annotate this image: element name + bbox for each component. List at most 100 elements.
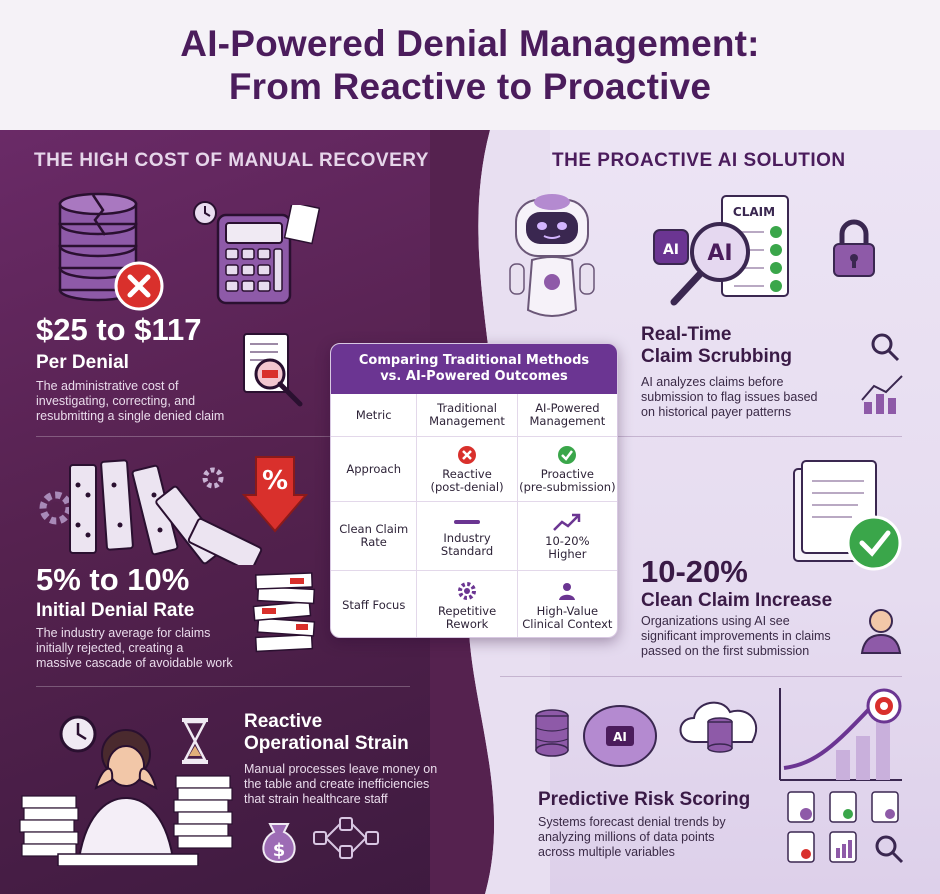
label-line: Operational Strain: [244, 733, 409, 754]
cell-ai: Proactive (pre-submission): [518, 437, 617, 501]
desc-line: Manual processes leave money on: [244, 762, 438, 776]
feature-clean-claim-value: 10-20%: [641, 554, 748, 589]
desc-line: significant improvements in claims: [641, 629, 831, 643]
cell-text: Rate: [360, 535, 387, 549]
svg-text:CLAIM: CLAIM: [733, 205, 775, 219]
desc-line: submission to flag issues based: [641, 390, 818, 404]
desc-line: across multiple variables: [538, 845, 675, 859]
feature-clean-claim-label: Clean Claim Increase: [641, 590, 833, 611]
left-divider-2: [36, 686, 410, 687]
label-line: Reactive: [244, 711, 323, 732]
title-line-1: AI-Powered Denial Management:: [180, 23, 760, 64]
cell-text: Repetitive: [437, 603, 497, 618]
page-title: AI-Powered Denial Management: From React…: [180, 22, 759, 108]
x-circle-icon: [114, 261, 164, 311]
desc-line: analyzing millions of data points: [538, 830, 715, 844]
database-icon: [535, 709, 569, 757]
svg-text:%: %: [262, 466, 288, 496]
lock-icon: [833, 219, 875, 277]
cell-ai: 10-20% Higher: [518, 502, 617, 570]
stat-denial-rate-value: 5% to 10%: [36, 562, 190, 597]
hourglass-icon: [182, 718, 208, 764]
stressed-worker-icon: [19, 729, 233, 866]
documents-check-icon: [793, 460, 902, 571]
cell-text: Industry: [443, 530, 491, 545]
gear-icon: [458, 581, 477, 600]
desc-line: investigating, correcting, and: [36, 394, 196, 408]
label-line: Claim Scrubbing: [641, 346, 792, 367]
money-bag-icon: $: [262, 823, 296, 864]
desc-line: that strain healthcare staff: [244, 792, 388, 806]
stat-denial-rate-desc: The industry average for claims initiall…: [36, 626, 233, 671]
dominoes-icon: [69, 459, 263, 565]
document-magnifier-icon: [243, 333, 303, 407]
calculator-icon: [216, 205, 320, 305]
feature-scrubbing-label: Real-Time Claim Scrubbing: [641, 324, 792, 368]
comparison-table: Comparing Traditional Methods vs. AI-Pow…: [330, 343, 618, 638]
desc-line: The industry average for claims: [36, 626, 211, 640]
cell-text: Reactive: [442, 466, 492, 481]
paper-stack-icon: [252, 572, 316, 653]
stat-strain-desc: Manual processes leave money on the tabl…: [244, 762, 437, 807]
cell-metric: Staff Focus: [331, 571, 418, 637]
robot-icon: [509, 194, 595, 317]
check-circle-icon: [558, 445, 577, 464]
person-icon: [860, 609, 902, 654]
desc-line: AI analyzes claims before: [641, 375, 784, 389]
feature-risk-scoring-desc: Systems forecast denial trends by analyz…: [538, 815, 726, 860]
stat-denial-rate-label: Initial Denial Rate: [36, 600, 195, 621]
table-row: Approach Reactive (post-denial) Proactiv…: [331, 436, 617, 501]
cell-ai: High-Value Clinical Context: [518, 571, 617, 637]
cell-text: (post-denial): [430, 479, 504, 494]
col-header-text: AI-Powered: [535, 401, 600, 415]
cell-traditional: Reactive (post-denial): [417, 437, 518, 501]
clock-icon: [193, 201, 217, 225]
col-header-text: Management: [429, 414, 505, 428]
right-divider-2: [500, 676, 902, 677]
table-row: Staff Focus Repetitive Rework High-Value…: [331, 570, 617, 637]
cell-text: Standard: [440, 543, 494, 558]
left-section-title: THE HIGH COST OF MANUAL RECOVERY: [34, 150, 429, 171]
cell-text: Higher: [548, 546, 587, 561]
feature-clean-claim-desc: Organizations using AI see significant i…: [641, 614, 831, 659]
col-header-text: Traditional: [437, 401, 497, 415]
cell-text: Approach: [346, 461, 402, 476]
desc-line: resubmitting a single denied claim: [36, 409, 225, 423]
col-header-text: Management: [529, 414, 606, 428]
title-line-2: From Reactive to Proactive: [228, 66, 712, 107]
cell-text: Clean Claim: [339, 522, 409, 536]
desc-line: The administrative cost of: [36, 379, 179, 393]
stat-strain-label: Reactive Operational Strain: [244, 711, 409, 755]
svg-text:AI: AI: [613, 730, 627, 744]
person-icon: [559, 582, 576, 600]
stat-cost-desc: The administrative cost of investigating…: [36, 379, 224, 424]
target-growth-icon: [779, 688, 902, 781]
header: AI-Powered Denial Management: From React…: [0, 0, 940, 130]
cloud-icon: [679, 701, 758, 753]
trend-up-icon: [553, 513, 581, 531]
cell-text: Rework: [445, 616, 489, 631]
clock-icon: [59, 715, 97, 753]
cell-text: Proactive: [540, 466, 594, 481]
cell-text: (pre-submission): [519, 479, 616, 494]
workflow-icon: [313, 817, 379, 859]
cell-traditional: Industry Standard: [417, 502, 518, 570]
x-circle-icon: [458, 445, 477, 464]
desc-line: passed on the first submission: [641, 644, 810, 658]
table-title: Comparing Traditional Methods vs. AI-Pow…: [331, 344, 617, 394]
desc-line: initially rejected, creating a: [36, 641, 184, 655]
svg-text:$: $: [273, 840, 286, 861]
desc-line: massive cascade of avoidable work: [36, 656, 233, 670]
gear-icon: [202, 467, 224, 489]
feature-risk-scoring-label: Predictive Risk Scoring: [538, 789, 751, 810]
table-title-line: vs. AI-Powered Outcomes: [380, 369, 568, 384]
col-header-text: Metric: [355, 407, 392, 422]
percent-down-arrow-icon: %: [242, 456, 308, 533]
stat-cost-value: $25 to $117: [36, 312, 202, 347]
cell-traditional: Repetitive Rework: [417, 571, 518, 637]
